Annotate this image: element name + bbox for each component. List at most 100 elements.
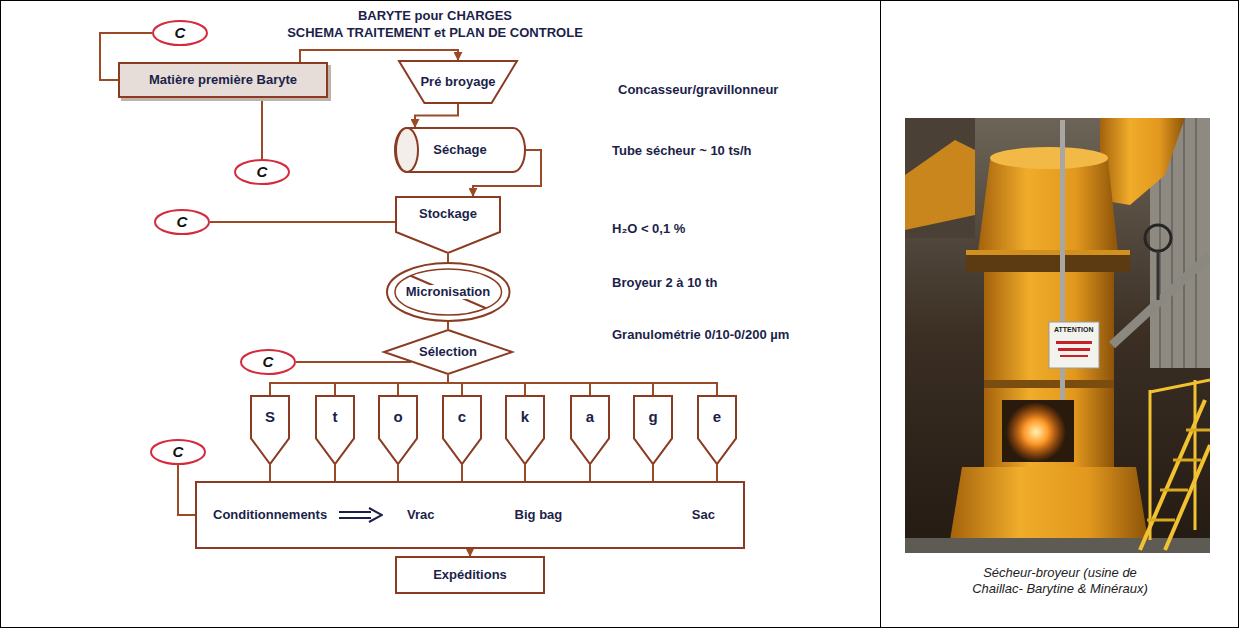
warning-sign [1049, 322, 1099, 368]
flow-connector [334, 465, 336, 481]
floor [905, 538, 1210, 553]
control-point: C [234, 159, 290, 185]
node-label: a [586, 408, 594, 425]
flow-connector [448, 375, 717, 395]
storage-silo: e [697, 395, 737, 465]
duct-right [1100, 118, 1185, 205]
storage-bin: Stockage [395, 196, 501, 254]
node-outline [442, 395, 482, 465]
node-label: Séchage [433, 143, 486, 158]
hatch-glow [1006, 402, 1066, 462]
stair-rail [1165, 445, 1210, 550]
flow-connector [269, 465, 271, 481]
node-label: Matière première Baryte [149, 73, 297, 88]
node-label: g [648, 408, 657, 425]
diagram-subtitle: SCHEMA TRAITEMENT et PLAN DE CONTROLE [287, 25, 583, 41]
flow-connector [461, 465, 463, 481]
size-note: Granulométrie 0/10-0/200 µm [612, 327, 789, 343]
node-label: Sac [692, 508, 715, 523]
double-arrow-symbol [339, 507, 383, 523]
control-mark: C [173, 443, 184, 460]
control-point: C [240, 349, 296, 375]
valve-stem [1157, 251, 1160, 300]
back-wall [905, 118, 975, 238]
sign-line [1058, 348, 1090, 351]
crusher-hopper: Pré broyage [398, 60, 518, 104]
node-label: Expéditions [433, 568, 507, 583]
stair-post [1194, 380, 1197, 530]
storage-silo: S [250, 395, 290, 465]
body-band [984, 380, 1114, 388]
handrail [1150, 380, 1210, 392]
control-mark: C [175, 24, 186, 41]
wall-rib [1183, 118, 1185, 368]
selection-diamond: Sélection [383, 329, 513, 375]
node-label: Sélection [419, 345, 477, 360]
control-point: C [154, 209, 210, 235]
flow-connector [398, 375, 448, 395]
flow-connector [270, 375, 448, 395]
control-mark: C [177, 213, 188, 230]
mill-flange [966, 250, 1130, 272]
flow-connector [210, 221, 395, 223]
flow-connector [415, 104, 458, 127]
sign-line [1056, 341, 1092, 344]
node-outline [250, 395, 290, 465]
flow-connector [448, 375, 590, 395]
flow-connector [652, 465, 654, 481]
node-outline [378, 395, 418, 465]
flow-connector [524, 465, 526, 481]
node-label: Vrac [407, 508, 434, 523]
storage-silo: c [442, 395, 482, 465]
control-point: C [152, 20, 208, 46]
flow-connector [716, 465, 718, 481]
shipping-box: Expéditions [395, 556, 545, 594]
flow-connector [589, 465, 591, 481]
valve-wheel [1145, 225, 1171, 251]
flow-connector [261, 98, 263, 159]
node-label: Big bag [515, 508, 563, 523]
wall-rib [1195, 118, 1197, 368]
packaging-box: ConditionnementsVracBig bagSac [195, 481, 745, 549]
flow-connector [296, 361, 411, 363]
stair-step [1173, 459, 1201, 462]
mill-lid [990, 147, 1108, 169]
stair-post [1149, 390, 1152, 540]
equipment-note: Tube sécheur ~ 10 ts/h [612, 143, 752, 159]
flow-connector [447, 322, 449, 329]
storage-silo: k [505, 395, 545, 465]
mill-base [950, 467, 1148, 540]
stair-step [1147, 519, 1175, 522]
node-outline [395, 196, 501, 254]
raw-material-box: Matière première Baryte [118, 62, 328, 98]
storage-silo: o [378, 395, 418, 465]
flow-connector [448, 375, 462, 395]
photo-caption: Sécheur-broyeur (usine de Chaillac- Bary… [964, 565, 1156, 596]
flow-connector [469, 549, 471, 556]
dryer-mill-photo [905, 118, 1210, 553]
mill-hatch [1002, 400, 1074, 462]
node-label: S [265, 408, 275, 425]
node-label: Micronisation [404, 285, 493, 300]
pipe [1112, 255, 1210, 345]
flow-connector [335, 375, 448, 395]
control-mark: C [263, 353, 274, 370]
node-label: t [333, 408, 338, 425]
node-label: o [393, 408, 402, 425]
flange-rim [966, 250, 1130, 255]
node-outline [633, 395, 673, 465]
warning-sign-text: ATTENTION [1054, 326, 1094, 334]
flow-connector [397, 465, 399, 481]
stair-step [1160, 489, 1188, 492]
flow-connector [447, 254, 449, 262]
duct-left [905, 140, 975, 230]
sign-line [1060, 355, 1088, 357]
mill-body [984, 272, 1114, 467]
node-outline [570, 395, 610, 465]
control-point: C [150, 439, 206, 465]
node-outline [505, 395, 545, 465]
node-outline [697, 395, 737, 465]
equipment-note: Concasseur/gravillonneur [618, 82, 778, 98]
flow-connector [448, 375, 653, 395]
